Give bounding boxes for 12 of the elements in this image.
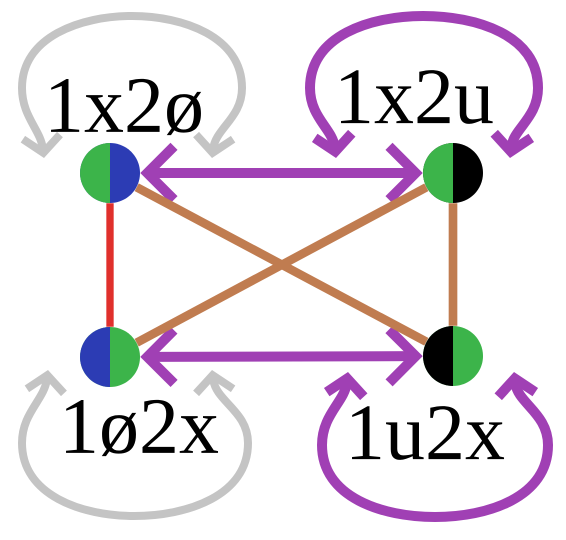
loop-arrow [305, 11, 543, 158]
double-arrow [140, 142, 423, 204]
node-label: 1ø2x [66, 400, 218, 456]
line [106, 203, 114, 327]
node-label: 1x2u [341, 70, 493, 124]
node-label: 1u2x [352, 406, 504, 460]
loop-arrow [18, 12, 246, 158]
line [448, 203, 458, 326]
node-label: 1x2ø [51, 78, 202, 136]
loop-arrow [18, 370, 252, 520]
double-arrow [140, 326, 423, 388]
loop-arrow [317, 372, 553, 522]
